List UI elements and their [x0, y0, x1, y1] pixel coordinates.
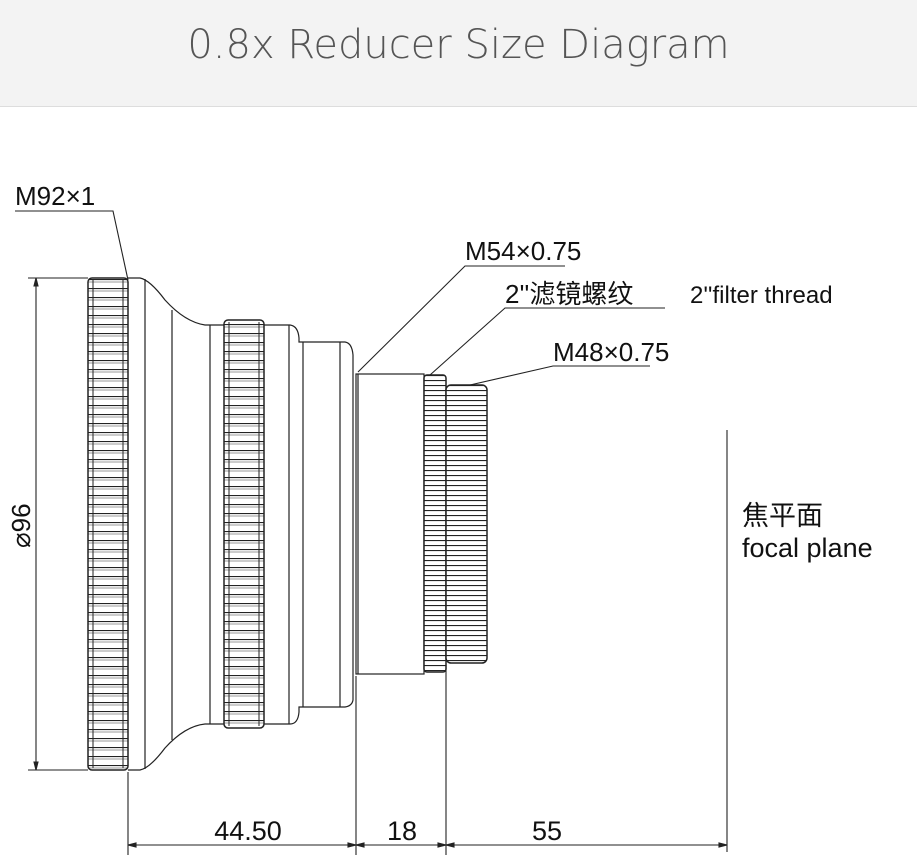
main-knurled-ring — [87, 277, 129, 771]
m48-knurled-ring — [445, 384, 488, 664]
header: 0.8x Reducer Size Diagram — [0, 0, 917, 107]
dimension-55: 55 — [532, 816, 562, 846]
m92-thread-label: M92×1 — [15, 181, 95, 211]
filter-thread-cn-label: 2''滤镜螺纹 — [505, 279, 633, 309]
focal-plane-en-label: focal plane — [742, 533, 873, 563]
adapter-tube — [355, 373, 425, 675]
focal-plane-cn-label: 焦平面 — [742, 501, 823, 531]
page-title: 0.8x Reducer Size Diagram — [187, 22, 730, 68]
diameter-label: ⌀96 — [6, 503, 36, 548]
m54-thread-label: M54×0.75 — [465, 236, 581, 266]
filter-thread-en-label: 2''filter thread — [690, 282, 833, 309]
focus-knurled-ring — [223, 319, 265, 729]
dimension-18: 18 — [387, 816, 417, 846]
lens-body — [128, 277, 354, 771]
filter-knurled-ring — [423, 374, 447, 673]
dimension-44-50: 44.50 — [214, 816, 282, 846]
m48-thread-label: M48×0.75 — [553, 337, 669, 367]
